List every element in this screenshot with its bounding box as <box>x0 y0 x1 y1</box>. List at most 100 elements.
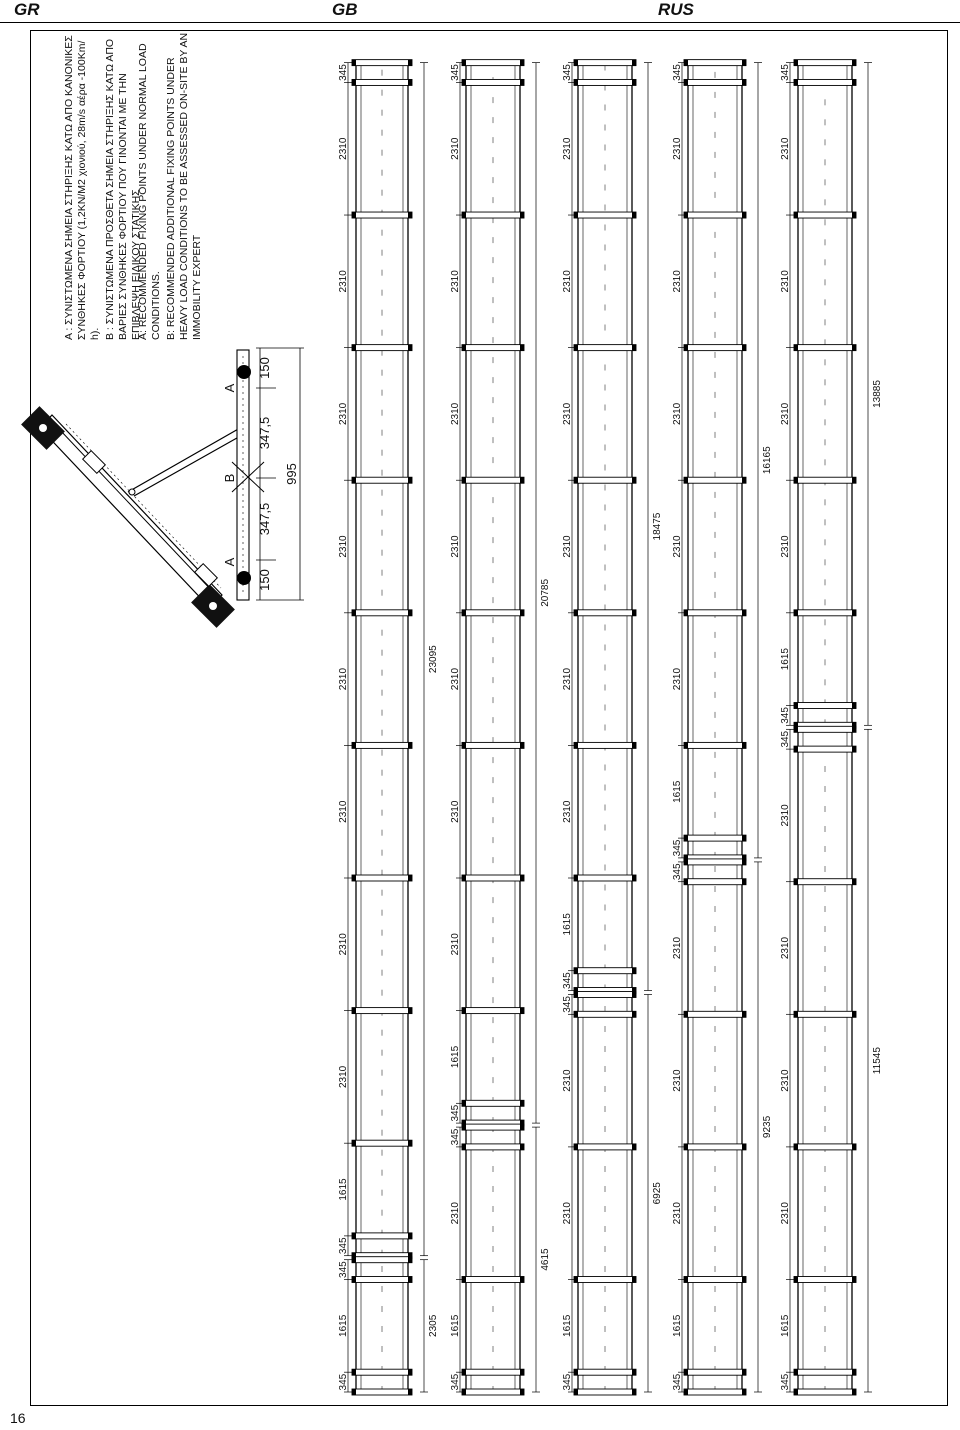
clamp-block <box>632 1369 636 1376</box>
cross-member <box>793 1368 857 1376</box>
segment-dimension: 345 <box>780 730 791 747</box>
segment-dimension: 1615 <box>338 1178 349 1201</box>
segment-dimension: 2310 <box>672 668 683 691</box>
note-gr-b-3: ΕΠΙΒΛΕΨΗ ΕΙΔΙΚΟΥ ΣΤΑΤΙΚΗΣ <box>130 189 142 340</box>
segment-dimension: 2310 <box>338 668 349 691</box>
segment-dimension: 2310 <box>450 933 461 956</box>
clamp-block <box>352 79 356 86</box>
clamp-block <box>352 477 356 484</box>
clamp-block <box>742 79 746 86</box>
cross-member <box>793 702 857 709</box>
cross-member <box>683 609 747 617</box>
clamp-block <box>742 1389 746 1395</box>
cross-member <box>793 1388 857 1396</box>
segment-dimension: 2310 <box>338 1065 349 1088</box>
note-gb-b-3: IMMOBILITY EXPERT <box>191 234 203 340</box>
clamp-block <box>742 835 746 842</box>
label-a-right: A <box>222 383 237 392</box>
cross-member <box>461 1388 525 1396</box>
cross-member <box>793 78 857 86</box>
cross-member <box>573 1368 637 1376</box>
cross-member <box>793 59 857 67</box>
clamp-block <box>352 212 356 219</box>
clamp-block <box>794 1143 798 1150</box>
clamp-block <box>632 742 636 749</box>
cross-member <box>793 1143 857 1151</box>
clamp-block <box>520 1369 524 1376</box>
cross-member <box>351 874 413 882</box>
cross-member <box>461 1368 525 1376</box>
total-dimension: 2305 <box>428 1314 439 1337</box>
clamp-block <box>632 1389 636 1395</box>
total-dimension: 20785 <box>540 579 551 607</box>
clamp-block <box>794 1276 798 1283</box>
clamp-block <box>742 1011 746 1018</box>
clamp-block <box>852 746 856 753</box>
header-rule <box>0 22 960 23</box>
cross-member <box>461 874 525 882</box>
clamp-block <box>632 212 636 219</box>
cross-member <box>461 344 525 352</box>
cross-member <box>793 725 857 733</box>
dim-150-left: 150 <box>257 569 272 591</box>
clamp-block <box>794 746 798 753</box>
dim-total-995: 995 <box>284 463 299 485</box>
clamp-block <box>520 1100 524 1107</box>
cross-member <box>573 344 637 352</box>
cross-member <box>573 609 637 617</box>
segment-dimension: 2310 <box>338 800 349 823</box>
cross-member <box>461 59 525 67</box>
segment-dimension: 2310 <box>672 936 683 959</box>
segment-dimension: 2310 <box>338 535 349 558</box>
mounting-frames: 345 1615 2310 2310 2310 2310 2310 2310 2310 2310 3… <box>338 59 883 1396</box>
clamp-block <box>742 1276 746 1283</box>
clamp-block <box>632 477 636 484</box>
clamp-block <box>408 875 412 882</box>
clamp-block <box>794 878 798 885</box>
clamp-block <box>408 1389 412 1395</box>
segment-dimension: 1615 <box>562 913 573 936</box>
segment-dimension: 2310 <box>450 668 461 691</box>
segment-dimension: 345 <box>338 1373 349 1390</box>
segment-dimension: 2310 <box>338 402 349 425</box>
cross-member <box>351 1256 413 1264</box>
segment-dimension: 2310 <box>672 137 683 160</box>
clamp-block <box>520 875 524 882</box>
segment-dimension: 345 <box>672 1373 683 1390</box>
cross-member <box>683 1368 747 1376</box>
cross-member <box>683 59 747 67</box>
segment-dimension: 1615 <box>338 1314 349 1337</box>
segment-dimension: 345 <box>672 64 683 81</box>
clamp-block <box>408 1232 412 1239</box>
cross-member <box>351 741 413 749</box>
segment-dimension: 1615 <box>780 1314 791 1337</box>
segment-dimension: 1615 <box>780 648 791 671</box>
segment-dimension: 2310 <box>672 402 683 425</box>
segment-dimension: 2310 <box>672 1202 683 1225</box>
segment-dimension: 2310 <box>562 668 573 691</box>
clamp-block <box>408 212 412 219</box>
clamp-block <box>632 987 636 994</box>
segment-dimension: 2310 <box>672 1069 683 1092</box>
segment-dimension: 1615 <box>562 1314 573 1337</box>
clamp-block <box>852 79 856 86</box>
page-number: 16 <box>10 1410 26 1426</box>
cross-member <box>351 1368 413 1376</box>
cross-member <box>683 344 747 352</box>
clamp-block <box>520 1143 524 1150</box>
clamp-block <box>520 212 524 219</box>
cross-member <box>683 1010 747 1018</box>
clamp-block <box>632 609 636 616</box>
drawing-frame <box>30 30 948 1406</box>
note-gr-b-2: ΒΑΡΙΕΣ ΣΥΝΘΗΚΕΣ ΦΟΡΤΙΟΥ ΠΟΥ ΓΙΝΟΝΤΑΙ ΜΕ … <box>117 73 129 340</box>
total-dimension: 13885 <box>872 380 883 408</box>
cross-member <box>573 1276 637 1283</box>
clamp-block <box>352 344 356 351</box>
clamp-block <box>794 722 798 729</box>
dim-347-right: 347,5 <box>257 417 272 450</box>
segment-dimension: 345 <box>450 1104 461 1121</box>
clamp-block <box>794 702 798 709</box>
clamp-block <box>520 609 524 616</box>
cross-member <box>683 1276 747 1283</box>
segment-dimension: 1615 <box>672 780 683 803</box>
